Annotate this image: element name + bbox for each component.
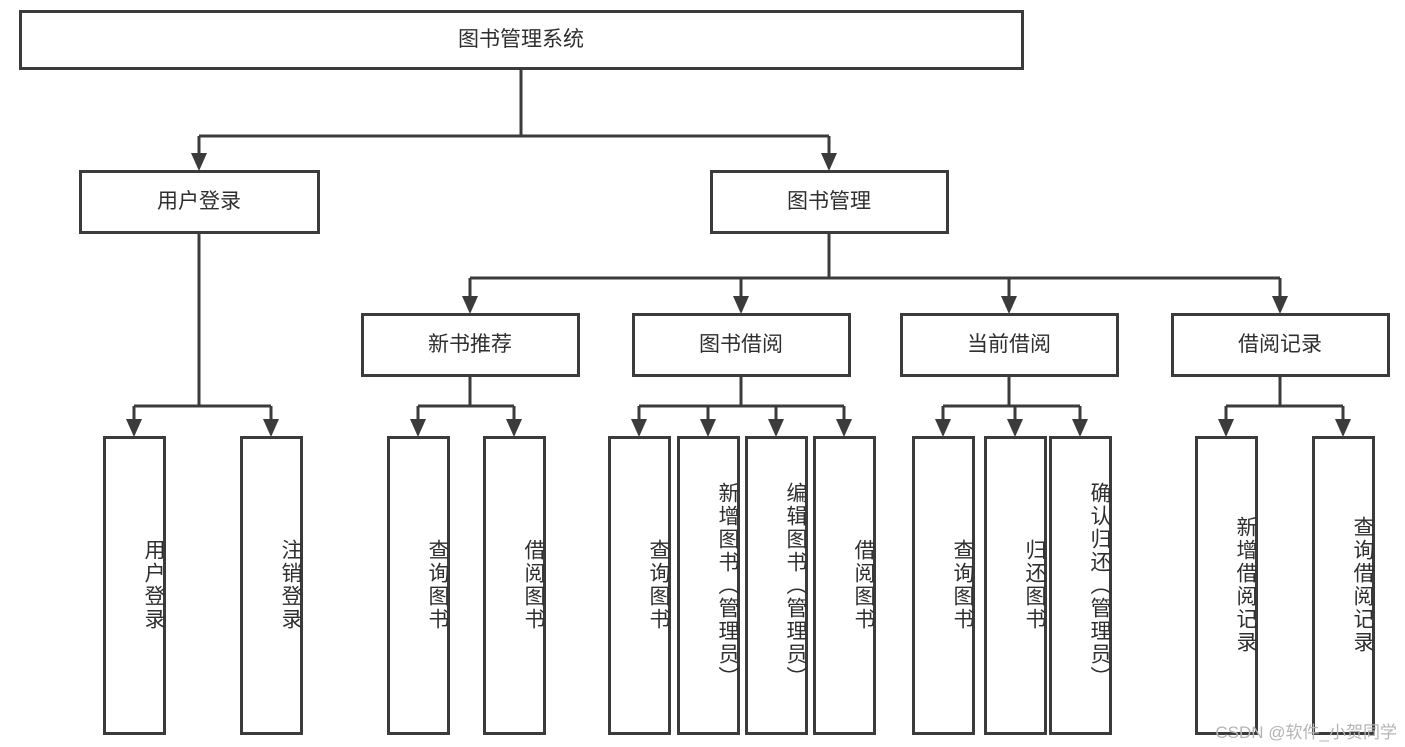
arrow-head-icon: [768, 419, 784, 437]
leaf-leaf-add-book-box[interactable]: [677, 436, 740, 735]
leaf-leaf-logout-box[interactable]: [240, 436, 303, 735]
node-book-borrow-box[interactable]: [632, 313, 851, 377]
root-node-box[interactable]: [19, 10, 1024, 70]
node-book-borrow-label: 图书借阅: [699, 333, 783, 356]
arrow-head-icon: [631, 419, 647, 437]
node-new-book-rec-box[interactable]: [361, 313, 580, 377]
box-layer: [19, 10, 1390, 735]
leaf-leaf-add-record-box[interactable]: [1195, 436, 1258, 735]
arrow-head-icon: [1335, 419, 1351, 437]
arrow-head-icon: [700, 419, 716, 437]
arrow-head-icon: [126, 419, 142, 437]
arrow-head-icon: [1218, 419, 1234, 437]
node-user-login-box[interactable]: [79, 170, 320, 234]
arrow-head-icon: [1007, 419, 1023, 437]
leaf-leaf-borrow-book-2-box[interactable]: [813, 436, 876, 735]
node-current-borrow-box[interactable]: [900, 313, 1119, 377]
arrow-head-icon: [506, 419, 522, 437]
root-node-label: 图书管理系统: [458, 28, 584, 51]
node-user-login-label: 用户登录: [157, 190, 241, 213]
node-new-book-rec-label: 新书推荐: [428, 333, 512, 356]
arrow-head-icon: [733, 296, 749, 314]
leaf-leaf-query-book-1-box[interactable]: [387, 436, 450, 735]
node-borrow-record-label: 借阅记录: [1238, 333, 1322, 356]
arrow-head-icon: [1001, 296, 1017, 314]
arrow-head-icon: [1272, 296, 1288, 314]
watermark-text: CSDN @软件_小贺同学: [1215, 723, 1397, 742]
arrow-head-icon: [935, 419, 951, 437]
node-book-manage-label: 图书管理: [787, 190, 871, 213]
leaf-leaf-query-book-3-box[interactable]: [912, 436, 975, 735]
arrow-head-icon: [410, 419, 426, 437]
arrow-head-icon: [1072, 419, 1088, 437]
leaf-leaf-query-book-2-box[interactable]: [608, 436, 671, 735]
arrow-head-icon: [836, 419, 852, 437]
leaf-leaf-edit-book-box[interactable]: [745, 436, 808, 735]
arrow-head-icon: [462, 296, 478, 314]
arrow-head-icon: [263, 419, 279, 437]
node-current-borrow-label: 当前借阅: [967, 333, 1051, 356]
arrow-head-icon: [191, 153, 207, 171]
node-borrow-record-box[interactable]: [1171, 313, 1390, 377]
connector-layer: [126, 68, 1351, 437]
leaf-leaf-return-book-box[interactable]: [984, 436, 1047, 735]
leaf-leaf-borrow-book-1-box[interactable]: [483, 436, 546, 735]
arrow-head-icon: [821, 153, 837, 171]
leaf-leaf-query-record-box[interactable]: [1312, 436, 1375, 735]
leaf-leaf-user-login-box[interactable]: [103, 436, 166, 735]
leaf-leaf-confirm-return-box[interactable]: [1049, 436, 1112, 735]
node-book-manage-box[interactable]: [710, 170, 949, 234]
